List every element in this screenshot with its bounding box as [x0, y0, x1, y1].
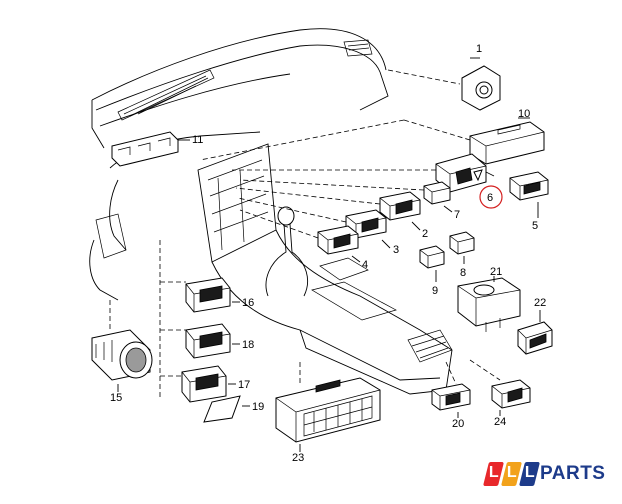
logo-word: PARTS [540, 463, 606, 484]
callout-labels: 1 10 11 6 7 2 3 4 5 8 9 21 22 16 18 17 1… [110, 43, 546, 464]
lll-parts-logo: L L L PARTS [482, 462, 614, 492]
part-8-switch [449, 231, 475, 264]
part-2-switch [379, 191, 421, 231]
part-number-label: 18 [242, 339, 254, 351]
part-10-control-unit [403, 117, 545, 165]
part-7-switch [423, 181, 453, 213]
part-number-label: 9 [432, 285, 438, 297]
part-number-label: 15 [110, 392, 122, 404]
part-number-label-highlighted: 6 [487, 192, 493, 204]
part-number-label: 16 [242, 297, 254, 309]
part-number-label: 24 [494, 416, 506, 428]
part-number-label: 3 [393, 244, 399, 256]
part-number-label: 20 [452, 418, 464, 430]
part-number-label: 17 [238, 379, 250, 391]
logo-letter: L [524, 464, 535, 481]
part-number-label: 22 [534, 297, 546, 309]
part-11-switch-bar [111, 131, 190, 167]
part-4-switch [317, 225, 361, 263]
part-9-switch [419, 245, 445, 282]
part-number-label: 23 [292, 452, 304, 464]
part-22-switch [517, 310, 553, 355]
part-number-label: 1 [476, 43, 482, 55]
logo-letter: L [488, 464, 499, 481]
part-number-label: 21 [490, 266, 502, 278]
part-number-label: 2 [422, 228, 428, 240]
part-19-cover-plate [203, 395, 250, 423]
logo-letter: L [506, 464, 517, 481]
part-number-label: 10 [518, 108, 530, 120]
part-number-label: 5 [532, 220, 538, 232]
part-15-rotary-switch [91, 329, 153, 392]
part-number-label: 11 [192, 134, 203, 146]
part-3-switch [345, 209, 391, 249]
logo-tile-3: L [519, 462, 540, 486]
part-17-switch [181, 365, 236, 403]
part-5-switch [509, 171, 549, 218]
part-16-switch [185, 277, 240, 313]
part-number-label: 4 [362, 259, 368, 271]
part-1-light-switch [387, 57, 501, 111]
part-number-label: 19 [252, 401, 264, 413]
part-23-climate-control [275, 377, 381, 452]
part-24-switch [491, 379, 531, 416]
part-21-module [457, 276, 521, 332]
part-20-switch [431, 383, 471, 418]
highlight-circle [479, 185, 503, 209]
part-6-hazard-switch [435, 153, 495, 193]
part-number-label: 7 [454, 209, 460, 221]
part-number-label: 8 [460, 267, 466, 279]
part-18-switch [185, 323, 240, 359]
connector-lines [109, 119, 501, 400]
